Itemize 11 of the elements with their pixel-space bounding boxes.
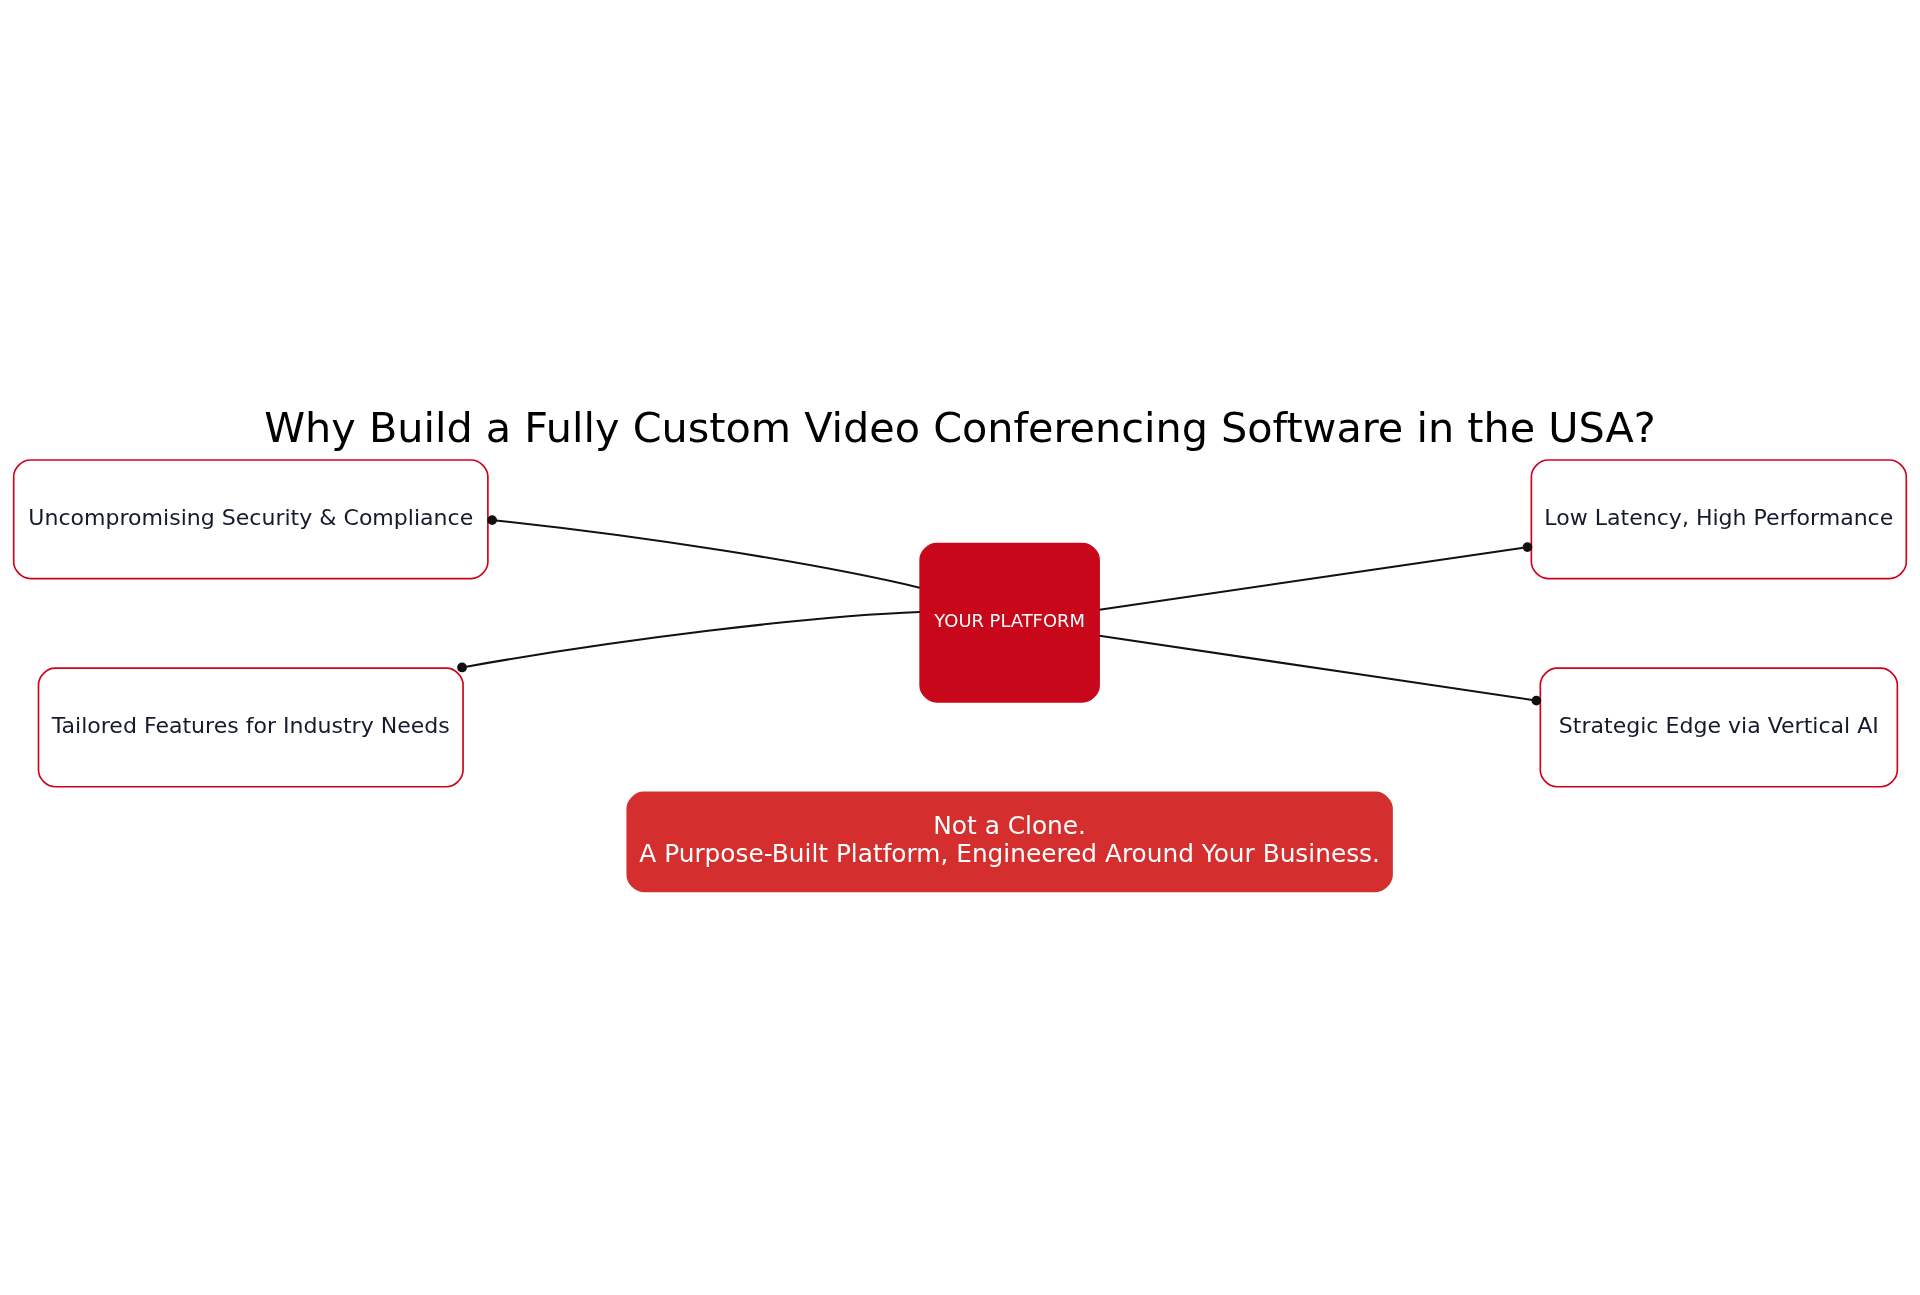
node-box: YOUR PLATFORM — [919, 542, 1100, 703]
connector — [457, 611, 921, 673]
connector — [1099, 542, 1533, 611]
node-box: Strategic Edge via Vertical AI — [1539, 667, 1899, 788]
connector — [487, 515, 920, 589]
node-box: Low Latency, High Performance — [1530, 459, 1908, 580]
node-box: Not a Clone. A Purpose-Built Platform, Engineered Around Your Business. — [626, 791, 1393, 893]
node-box: Tailored Features for Industry Needs — [37, 667, 464, 788]
diagram-title: Why Build a Fully Custom Video Conferencing Software in the USA? — [264, 404, 1656, 453]
connector — [1099, 634, 1542, 706]
node-box: Uncompromising Security & Compliance — [12, 459, 489, 580]
